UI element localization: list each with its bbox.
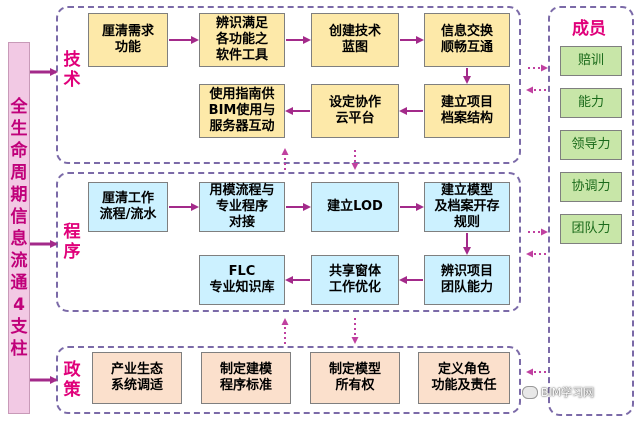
tech-box-clarify-requirements: 厘清需求 功能 <box>88 13 168 67</box>
watermark: BIM学习网 <box>522 384 594 400</box>
process-box-model-rules: 建立模型 及档案开存 规则 <box>424 182 510 232</box>
tech-box-user-guide: 使用指南供 BIM使用与 服务器互动 <box>199 84 285 138</box>
member-box-ability: 能力 <box>560 88 622 118</box>
tech-box-project-archive: 建立项目 档案结构 <box>424 84 510 138</box>
watermark-text: BIM学习网 <box>541 386 595 399</box>
process-box-shared-forms: 共享窗体 工作优化 <box>311 255 399 305</box>
process-box-process-integration: 用模流程与 专业程序 对接 <box>199 182 285 232</box>
tech-box-info-exchange: 信息交换 顺畅互通 <box>424 13 510 67</box>
process-box-flc-knowledge: FLC 专业知识库 <box>199 255 285 305</box>
policy-box-modeling-standard: 制定建模 程序标准 <box>201 352 291 404</box>
process-section-label: 程序 <box>63 222 81 262</box>
policy-box-roles: 定义角色 功能及责任 <box>418 352 510 404</box>
member-box-training: 赔训 <box>560 46 622 76</box>
member-box-teamwork: 团队力 <box>560 214 622 244</box>
pillars-sidebar-text: 全生命周期信息流通4支柱 <box>10 97 28 359</box>
process-box-workflow: 厘清工作 流程/流水 <box>88 182 168 232</box>
wechat-icon <box>522 385 538 399</box>
members-title: 成员 <box>572 19 606 39</box>
pillars-sidebar: 全生命周期信息流通4支柱 <box>8 42 30 414</box>
process-box-team-capability: 辨识项目 团队能力 <box>424 255 510 305</box>
policy-box-model-ownership: 制定模型 所有权 <box>310 352 400 404</box>
policy-section-label: 政策 <box>63 360 81 400</box>
tech-box-cloud-platform: 设定协作 云平台 <box>311 84 399 138</box>
tech-section-label: 技术 <box>63 50 81 90</box>
member-box-coordination: 协调力 <box>560 172 622 202</box>
tech-box-create-blueprint: 创建技术 蓝图 <box>311 13 399 67</box>
policy-box-ecosystem: 产业生态 系统调适 <box>92 352 182 404</box>
process-box-lod: 建立LOD <box>311 182 399 232</box>
member-box-leadership: 领导力 <box>560 130 622 160</box>
tech-box-identify-software: 辨识满足 各功能之 软件工具 <box>199 13 285 67</box>
